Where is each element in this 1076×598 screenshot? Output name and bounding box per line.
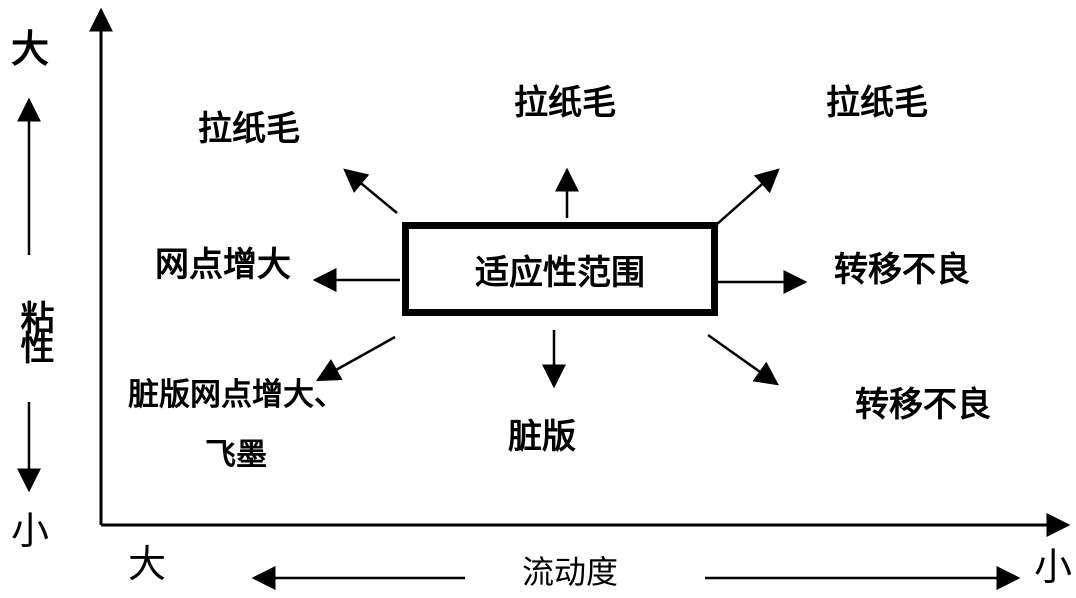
y-axis-bottom-label: 小 xyxy=(11,509,50,553)
label-bottom-center: 脏版 xyxy=(508,417,576,457)
adaptability-range-box: 适应性范围 xyxy=(402,222,718,316)
label-mid-left: 网点增大 xyxy=(155,245,291,285)
label-top-center: 拉纸毛 xyxy=(514,83,616,123)
arrow-down-left xyxy=(315,335,396,382)
label-top-left: 拉纸毛 xyxy=(198,109,300,149)
x-axis-title: 流动度 xyxy=(522,553,619,591)
arrow-up-right xyxy=(715,168,780,226)
label-bottom-left-line2: 飞墨 xyxy=(205,437,267,473)
y-axis-title: 粘性 xyxy=(14,300,54,360)
center-label: 适应性范围 xyxy=(475,252,645,293)
label-bottom-right: 转移不良 xyxy=(855,385,991,425)
label-bottom-left-line1: 脏版网点增大、 xyxy=(128,377,345,413)
label-mid-right: 转移不良 xyxy=(834,250,970,290)
y-axis-top-label: 大 xyxy=(11,27,50,71)
x-axis-left-label: 大 xyxy=(128,542,167,586)
arrow-up-left xyxy=(343,168,398,214)
arrow-down-right xyxy=(707,333,779,386)
x-axis-right-label: 小 xyxy=(1034,545,1073,589)
label-top-right: 拉纸毛 xyxy=(826,83,928,123)
